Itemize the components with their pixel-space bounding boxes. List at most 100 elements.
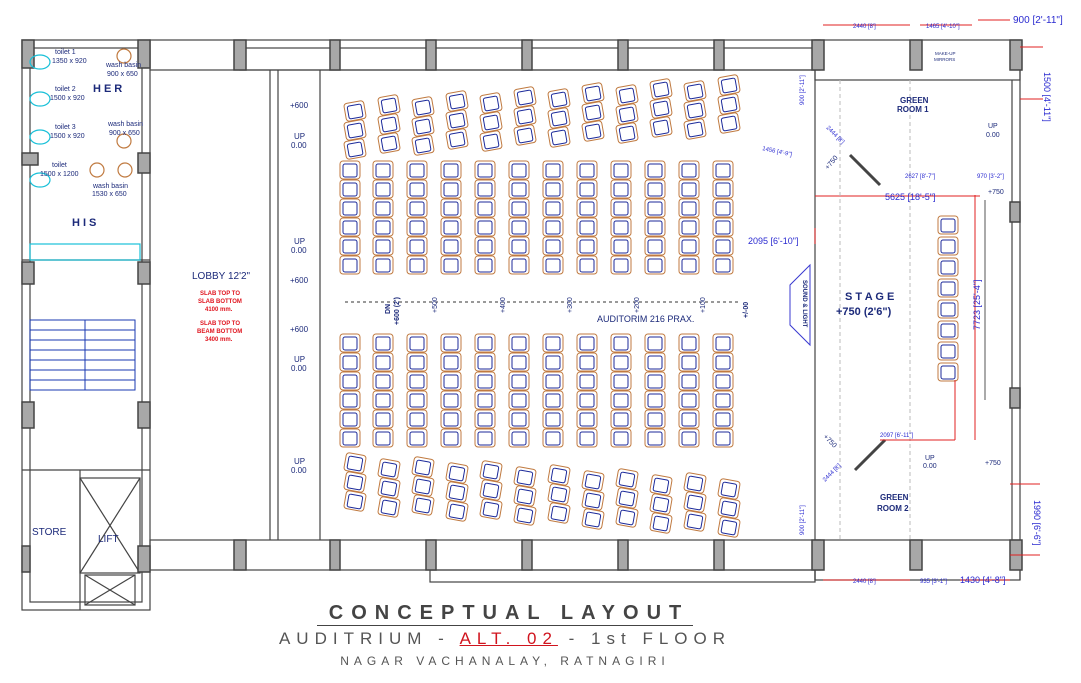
level-0: +/-00 <box>743 302 750 318</box>
dim-935: 935 [3'-1"] <box>920 579 947 585</box>
seat <box>445 90 469 112</box>
level-500: +500 <box>432 297 439 313</box>
seat <box>479 111 503 133</box>
stage-label: S T A G E <box>845 291 894 303</box>
level-750-d: +750 <box>822 433 838 449</box>
seat <box>937 215 959 235</box>
level-100: +100 <box>700 297 707 313</box>
dim-900-top: 900 [2'-11"] <box>1013 15 1063 26</box>
dim-2627: 2627 [8'-7"] <box>905 174 936 180</box>
seat <box>547 88 571 110</box>
dim-2440-top: 2440 [8'] <box>853 24 876 30</box>
seat <box>343 490 367 512</box>
seat <box>547 502 571 524</box>
seat <box>644 409 666 429</box>
seat <box>542 236 564 256</box>
seat <box>683 472 707 494</box>
wash-basin1-size: 900 x 650 <box>107 71 138 78</box>
wash-basin2-label: wash basin <box>107 121 143 128</box>
drawing-location: NAGAR VACHANALAY, RATNAGIRI <box>340 654 670 668</box>
seat <box>683 510 707 532</box>
seat <box>474 428 496 448</box>
seat <box>576 352 598 372</box>
seat <box>542 390 564 410</box>
seat <box>678 390 700 410</box>
seat <box>717 74 741 96</box>
seat <box>377 94 401 116</box>
seat <box>474 390 496 410</box>
seat <box>474 217 496 237</box>
seat <box>377 477 401 499</box>
seat <box>513 105 537 127</box>
seat <box>445 500 469 522</box>
seat <box>343 138 367 160</box>
seat <box>372 198 394 218</box>
store-label: STORE <box>32 527 67 538</box>
dim-900-door2: 900 [2'-11"] <box>800 505 806 535</box>
seat <box>372 352 394 372</box>
seat <box>542 255 564 275</box>
seat <box>576 236 598 256</box>
makeup-line1: MAKE-UP <box>935 51 956 56</box>
up-b: UP <box>294 237 305 246</box>
seat <box>411 475 435 497</box>
seat <box>717 516 741 538</box>
seat <box>508 236 530 256</box>
seat <box>372 333 394 353</box>
dim-5625: 5625 [18'-5"] <box>885 192 935 202</box>
dim-1990: 1990 [6'-6"] <box>1032 500 1042 545</box>
seat <box>937 257 959 277</box>
seat <box>547 107 571 129</box>
seat <box>610 198 632 218</box>
level-400: +400 <box>500 297 507 313</box>
level-0-a: 0.00 <box>291 141 307 150</box>
seat <box>479 92 503 114</box>
seat <box>508 198 530 218</box>
seat <box>513 504 537 526</box>
dim-1465: 1465 [4'-10"] <box>926 24 960 30</box>
seat <box>678 179 700 199</box>
up-green1: UP <box>988 123 998 130</box>
seat <box>581 470 605 492</box>
seat <box>508 179 530 199</box>
seat <box>339 428 361 448</box>
seat <box>372 160 394 180</box>
level-0-c: 0.00 <box>291 364 307 373</box>
green-room1-line2: ROOM 1 <box>897 105 929 114</box>
seat <box>712 179 734 199</box>
level-0-green1: 0.00 <box>986 132 1000 139</box>
seat <box>644 333 666 353</box>
dim-1456: 1456 [4'-9"] <box>762 146 793 158</box>
level-750-b: +750 <box>985 460 1001 467</box>
seat <box>547 483 571 505</box>
seat <box>649 512 673 534</box>
seat <box>649 493 673 515</box>
seat <box>581 120 605 142</box>
seat <box>683 80 707 102</box>
seat <box>440 217 462 237</box>
dim-1500: 1500 [4'-11"] <box>1042 72 1052 122</box>
seat <box>937 341 959 361</box>
seat <box>542 428 564 448</box>
seat <box>445 128 469 150</box>
seat <box>712 217 734 237</box>
green-room1-line1: GREEN <box>900 96 929 105</box>
seat <box>474 352 496 372</box>
seat <box>339 255 361 275</box>
seat <box>406 352 428 372</box>
seat <box>610 217 632 237</box>
slab-note1-line2: SLAB BOTTOM <box>198 299 242 305</box>
seat <box>513 86 537 108</box>
seat <box>576 390 598 410</box>
seat <box>411 134 435 156</box>
seat <box>343 452 367 474</box>
seat <box>576 371 598 391</box>
up-a: UP <box>294 132 305 141</box>
seat <box>581 101 605 123</box>
seat <box>610 236 632 256</box>
dim-2097: 2097 [6'-11"] <box>880 433 914 439</box>
seat <box>576 217 598 237</box>
seat <box>474 333 496 353</box>
his-label: HIS <box>72 217 99 229</box>
auditorium-seating <box>339 74 741 538</box>
